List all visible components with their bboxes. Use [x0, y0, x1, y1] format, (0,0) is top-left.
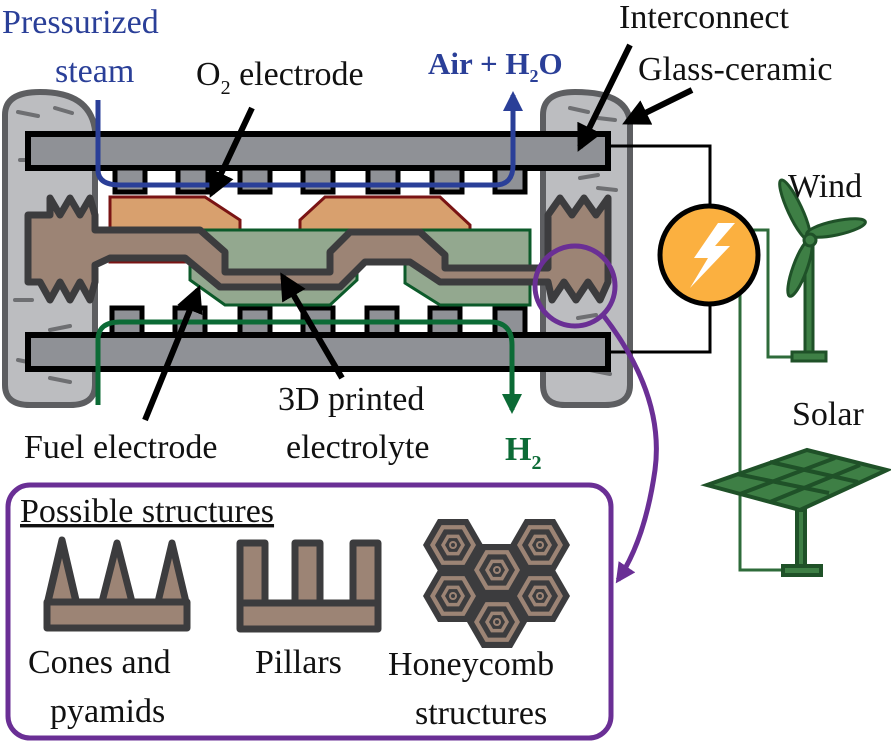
h2-label: H2: [505, 431, 541, 474]
steam-label-line1: Pressurized: [2, 4, 159, 41]
honeycomb-cell: [467, 596, 527, 648]
circuit-wires: [608, 144, 712, 354]
air-h2o-label: Air + H2O: [428, 46, 563, 86]
wind-label: Wind: [788, 168, 862, 205]
interconnect-label: Interconnect: [619, 0, 789, 36]
electrolyte-label-line2: electrolyte: [286, 429, 429, 466]
fuel-electrode-label: Fuel electrode: [24, 429, 218, 466]
electrolyte-layer: [24, 194, 612, 304]
honeycomb-cell: [467, 544, 527, 596]
cones-structure-icon: [43, 536, 191, 632]
zoom-circle: [532, 243, 618, 329]
pillars-structure-icon: [236, 539, 382, 633]
power-source: [657, 203, 761, 307]
electrolyte-label-line1: 3D printed: [278, 381, 424, 418]
renewable-wires: [738, 228, 795, 572]
glass-ceramic-label: Glass-ceramic: [638, 51, 832, 88]
wind-turbine-icon: [778, 178, 867, 363]
honeycomb-label-line2: structures: [415, 695, 547, 732]
steam-flow-arrow: [95, 91, 523, 188]
cones-label-line2: pyamids: [50, 693, 165, 730]
pillars-label: Pillars: [255, 644, 342, 681]
honeycomb-label-line1: Honeycomb: [388, 646, 554, 683]
glass-ceramic-pointer: [622, 87, 694, 125]
honeycomb-cell: [510, 570, 570, 622]
electrolyte-pointer: [280, 272, 345, 380]
zoom-callout-arrow: [601, 313, 659, 584]
interconnect-pointer: [577, 43, 633, 152]
steam-label-line2: steam: [55, 53, 134, 90]
honeycomb-cell: [423, 519, 483, 571]
honeycomb-cell: [510, 519, 570, 571]
solar-panel-icon: [700, 447, 891, 577]
labels: Pressurized steam O2 electrode Air + H2O…: [2, 0, 864, 732]
fuel-electrode-pointer: [142, 284, 203, 422]
structures-title: Possible structures: [20, 493, 274, 530]
honeycomb-cell: [423, 570, 483, 622]
o2-electrode-pointer: [208, 106, 255, 198]
o2-electrode-label: O2 electrode: [196, 56, 364, 99]
lightning-bolt-icon: [690, 223, 735, 288]
honeycomb-structure-icon: [423, 519, 570, 648]
cones-label-line1: Cones and: [28, 644, 171, 681]
h2-flow-arrow: [95, 319, 522, 414]
solar-label: Solar: [792, 396, 864, 433]
